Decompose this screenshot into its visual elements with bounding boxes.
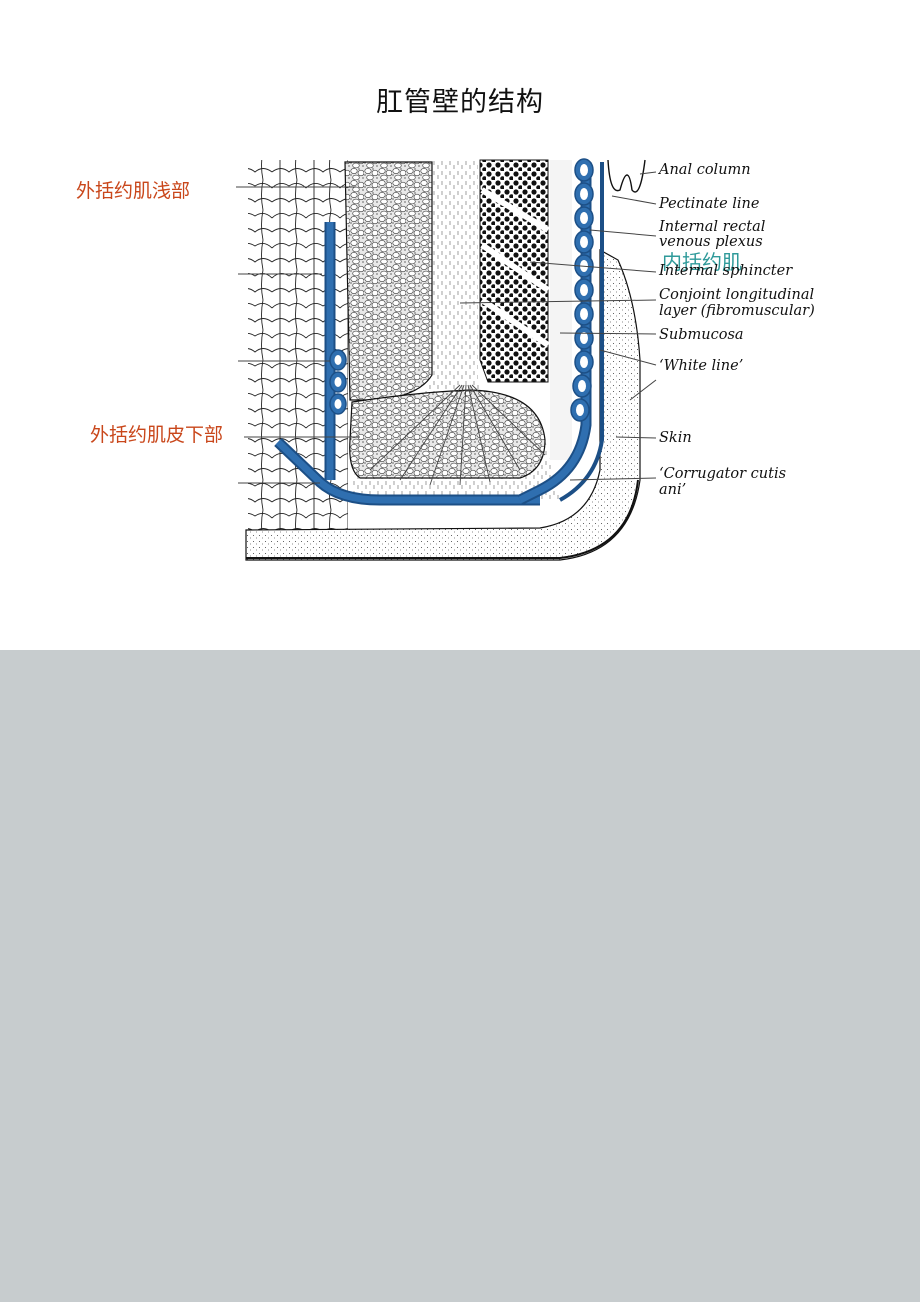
label-external-subcutaneous: 外括约肌皮下部 [90,424,224,446]
label-internal-sphincter-cn: 内括约肌 [662,250,742,274]
label-corrugator-cutis: ‘Corrugator cutis [659,466,787,482]
label-internal-rectal: Internal rectal [659,219,766,235]
label-white-line: ‘White line’ [659,358,744,374]
label-skin: Skin [659,430,692,446]
label-submucosa: Submucosa [659,327,744,343]
label-pectinate-line: Pectinate line [659,196,760,212]
label-venous-plexus: venous plexus [659,234,763,250]
radiating-fibres [369,384,546,486]
label-fibromuscular: layer (fibromuscular) [659,303,815,319]
label-anal-column: Anal column [659,162,751,178]
submucosa-region [550,160,572,460]
internal-sphincter-muscle [479,159,549,383]
anal-canal-diagram [236,158,657,561]
internal-sphincter-bands [480,187,550,348]
external-sphincter-superficial [344,161,433,401]
right-leader-lines [459,171,657,481]
label-conjoint-layer: Conjoint longitudinal [659,287,815,303]
label-corrugator-ani: ani’ [659,482,687,498]
page-title: 肛管壁的结构 [376,87,544,118]
left-leader-lines [236,186,360,484]
label-internal-sphincter: Internal sphincter [659,263,793,279]
page-bottom-gray [0,650,920,1302]
label-external-superficial: 外括约肌浅部 [76,180,191,202]
anal-column-loops [607,159,646,193]
venous-plexus [274,158,604,506]
